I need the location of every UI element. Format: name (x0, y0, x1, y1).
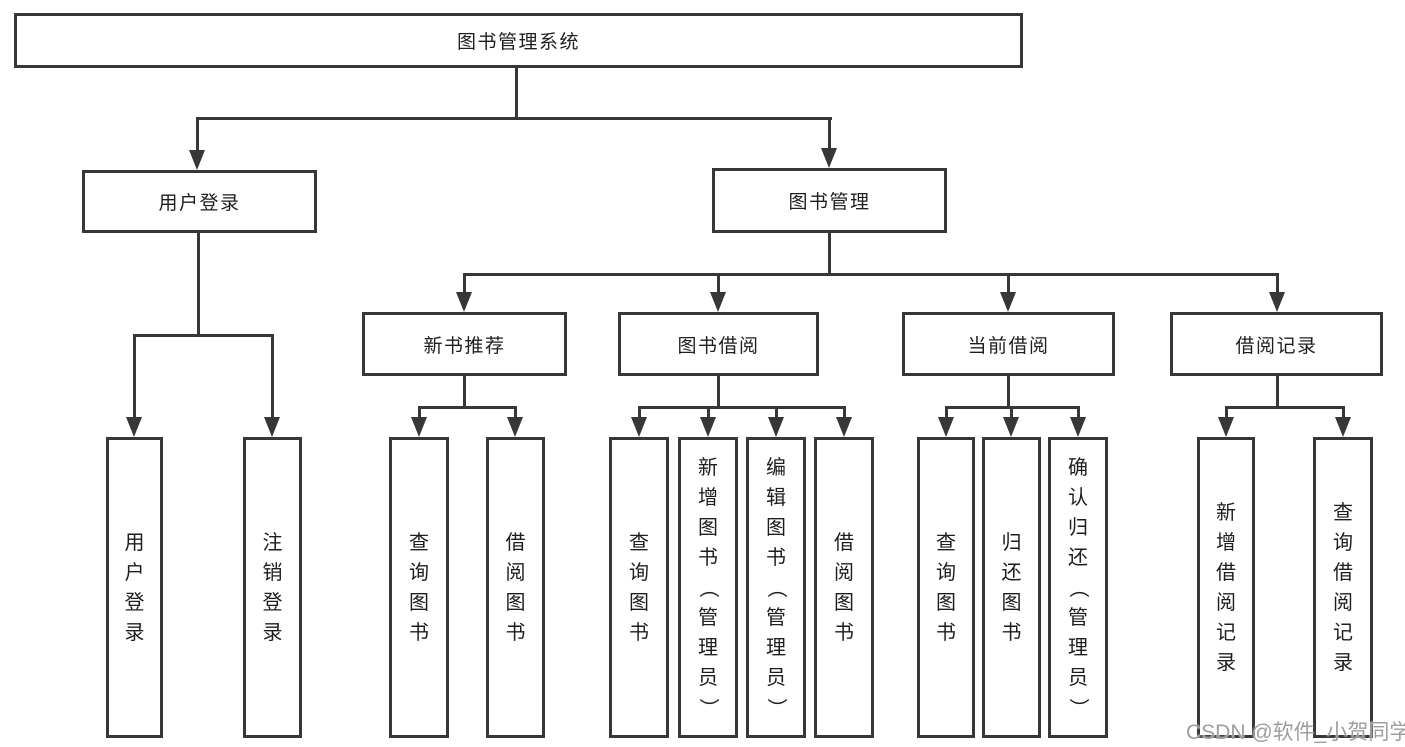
arrow-down-icon (938, 417, 954, 437)
arrow-down-icon (126, 417, 142, 437)
connector-book-borrow-branch (638, 406, 846, 409)
leaf-add-borrow-record: 新增借阅记录 (1197, 437, 1255, 738)
arrow-down-icon (1003, 417, 1019, 437)
node-label: 新书推荐 (423, 335, 506, 357)
connector-to-leaf (514, 406, 517, 422)
arrow-down-icon (821, 148, 837, 168)
node-book-borrowing: 图书借阅 (618, 312, 819, 376)
leaf-query-borrow-record: 查询借阅记录 (1313, 437, 1373, 738)
arrow-down-icon (836, 417, 852, 437)
csdn-watermark: CSDN @软件_小贺同学 (1186, 721, 1405, 744)
arrow-down-icon (189, 150, 205, 170)
connector-to-leaf (1077, 406, 1080, 422)
connector-to-leaf-login (133, 334, 136, 420)
node-label: 当前借阅 (967, 335, 1050, 357)
node-label: 图书借阅 (677, 335, 760, 357)
arrow-down-icon (264, 417, 280, 437)
connector-to-new-book (463, 273, 466, 295)
node-library-management-system: 图书管理系统 (14, 13, 1023, 68)
connector-to-leaf (707, 406, 710, 422)
connector-to-leaf (1010, 406, 1013, 422)
leaf-borrow-books: 借阅图书 (814, 437, 874, 738)
leaf-edit-book-admin: 编辑图书（管理员） (746, 437, 806, 738)
connector-new-book-branch (418, 406, 517, 409)
connector-root-branch (196, 117, 832, 120)
connector-user-login-stem (197, 233, 200, 337)
leaf-borrow-books-recommend: 借阅图书 (486, 437, 545, 738)
leaf-return-books: 归还图书 (982, 437, 1041, 738)
arrow-down-icon (768, 417, 784, 437)
node-borrowing-records: 借阅记录 (1170, 312, 1383, 376)
leaf-query-books-current: 查询图书 (917, 437, 975, 738)
connector-to-leaf (843, 406, 846, 422)
arrow-down-icon (411, 417, 427, 437)
connector-to-book-mgmt (828, 117, 831, 151)
node-label: 用户登录 (158, 193, 241, 214)
connector-records-stem (1276, 376, 1279, 409)
node-current-borrowing: 当前借阅 (902, 312, 1115, 376)
leaf-logout: 注销登录 (243, 437, 302, 738)
connector-to-borrow-records (1276, 273, 1279, 295)
connector-to-book-borrow (717, 273, 720, 295)
connector-book-mgmt-branch (463, 273, 1279, 276)
connector-to-leaf (638, 406, 641, 422)
node-label: 借阅记录 (1235, 335, 1318, 357)
node-new-book-recommend: 新书推荐 (362, 312, 567, 376)
connector-to-current-borrow (1007, 273, 1010, 295)
connector-root-stem (515, 68, 518, 119)
arrow-down-icon (1335, 417, 1351, 437)
connector-to-user-login (196, 117, 199, 153)
connector-to-leaf (1342, 406, 1345, 422)
arrow-down-icon (1000, 292, 1016, 312)
connector-to-leaf (1225, 406, 1228, 422)
connector-user-login-branch (133, 334, 274, 337)
connector-to-leaf-logout (271, 334, 274, 420)
leaf-query-books-borrowing: 查询图书 (609, 437, 669, 738)
arrow-down-icon (1070, 417, 1086, 437)
connector-book-borrow-stem (717, 376, 720, 409)
connector-to-leaf (418, 406, 421, 422)
connector-current-stem (1007, 376, 1010, 409)
connector-book-mgmt-stem (828, 233, 831, 276)
arrow-down-icon (507, 417, 523, 437)
connector-to-leaf (945, 406, 948, 422)
arrow-down-icon (710, 292, 726, 312)
leaf-add-book-admin: 新增图书（管理员） (678, 437, 738, 738)
arrow-down-icon (456, 292, 472, 312)
connector-records-branch (1225, 406, 1345, 409)
node-label: 图书管理系统 (456, 32, 580, 53)
arrow-down-icon (1269, 292, 1285, 312)
connector-to-leaf (775, 406, 778, 422)
node-label: 图书管理 (788, 192, 871, 213)
node-user-login: 用户登录 (82, 170, 317, 233)
leaf-user-login: 用户登录 (106, 437, 163, 738)
node-book-management: 图书管理 (712, 168, 947, 233)
arrow-down-icon (1218, 417, 1234, 437)
connector-new-book-stem (463, 376, 466, 409)
leaf-confirm-return-admin: 确认归还（管理员） (1048, 437, 1108, 738)
leaf-query-books-recommend: 查询图书 (389, 437, 449, 738)
arrow-down-icon (631, 417, 647, 437)
arrow-down-icon (700, 417, 716, 437)
